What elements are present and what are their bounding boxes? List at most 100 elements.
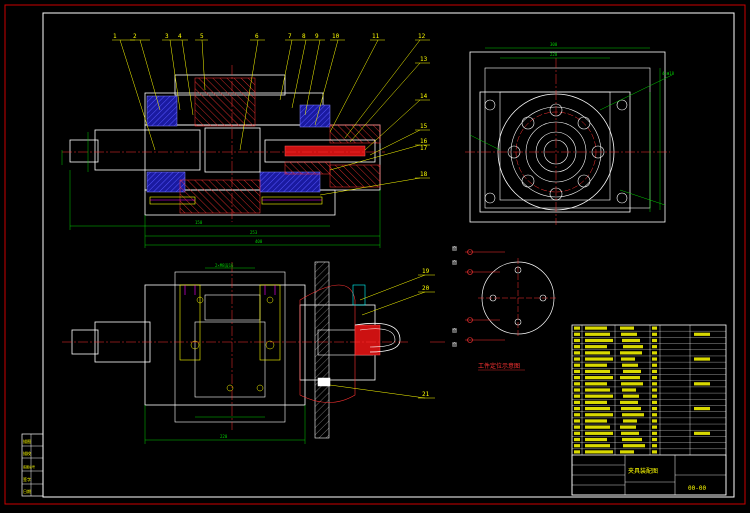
parts-list-cell: [652, 345, 657, 349]
locating-note: 工件定位示意图: [478, 362, 520, 370]
balloon-6: 6: [255, 33, 259, 40]
parts-list: 夹具装配图 00-00: [571, 324, 727, 496]
parts-list-cell: [585, 332, 610, 336]
svg-text:2×M8深16: 2×M8深16: [215, 262, 234, 268]
balloon-3: 3: [165, 33, 169, 40]
parts-list-cell: [694, 406, 710, 411]
outer-frame: [4, 4, 746, 505]
parts-list-cell: [623, 419, 637, 423]
plan-view: 220 2×M8深16: [62, 261, 445, 444]
parts-list-cell: [652, 382, 657, 386]
parts-list-cell: [574, 369, 580, 374]
balloon-17: 17: [420, 145, 428, 152]
parts-list-cell: [652, 369, 657, 374]
parts-list-cell: [652, 437, 657, 442]
parts-list-cell: [574, 345, 580, 349]
balloon-1: 1: [113, 33, 117, 40]
parts-list-cell: [585, 425, 610, 429]
parts-list-cell: [585, 382, 607, 386]
parts-list-cell: [620, 400, 638, 404]
title-block-name: 夹具装配图: [628, 467, 658, 475]
parts-list-cell: [574, 326, 580, 330]
parts-list-cell: [620, 425, 636, 429]
balloon-21: 21: [422, 391, 430, 398]
parts-list-cell: [585, 437, 607, 442]
parts-list-cell: [623, 369, 641, 374]
part-callouts-top: [112, 39, 430, 196]
parts-list-cell: [652, 431, 657, 435]
parts-list-cell: [574, 382, 580, 386]
parts-list-cell: [622, 413, 644, 417]
balloon-13: 13: [420, 56, 428, 63]
parts-list-cell: [621, 357, 635, 361]
balloon-15: 15: [420, 123, 428, 130]
drawing-code: 00-00: [688, 485, 706, 492]
parts-list-cell: [585, 338, 613, 343]
parts-list-cell: [585, 351, 610, 355]
parts-list-cell: [574, 419, 580, 423]
parts-list-cell: [623, 345, 643, 349]
parts-list-cell: [622, 437, 642, 442]
part-callouts-bottom: [329, 274, 435, 399]
parts-list-cell: [621, 382, 643, 386]
svg-text:400: 400: [255, 239, 263, 244]
front-section-view: 150 253 400: [61, 65, 385, 248]
balloon-11: 11: [372, 33, 380, 40]
balloon-5: 5: [200, 33, 204, 40]
parts-list-cell: [652, 444, 657, 448]
parts-list-cell: [623, 444, 645, 448]
parts-list-cell: [652, 388, 657, 392]
parts-list-cell: [585, 431, 613, 435]
svg-text:4×Φ18: 4×Φ18: [662, 71, 675, 76]
parts-list-cell: [652, 357, 657, 361]
parts-list-cell: [585, 357, 613, 361]
parts-list-cell: [652, 332, 657, 336]
balloon-4: 4: [178, 33, 182, 40]
parts-list-cell: [694, 332, 710, 336]
parts-list-cell: [585, 394, 613, 398]
parts-list-cell: [652, 419, 657, 423]
svg-text:220: 220: [550, 52, 558, 57]
parts-list-cell: [652, 425, 657, 429]
balloon-2: 2: [133, 33, 137, 40]
balloon-7: 7: [288, 33, 292, 40]
balloon-9: 9: [315, 33, 319, 40]
parts-list-cell: [620, 326, 634, 330]
parts-list-cell: [622, 338, 640, 343]
parts-list-cell: [574, 332, 580, 336]
parts-list-cell: [574, 363, 580, 367]
inner-frame: [42, 12, 735, 498]
stamp-label-4: 日期: [23, 488, 31, 494]
balloon-14: 14: [420, 93, 428, 100]
parts-list-cell: [585, 413, 613, 417]
balloon-10: 10: [332, 33, 340, 40]
parts-list-cell: [585, 326, 607, 330]
parts-list-cell: [574, 338, 580, 343]
parts-list-cell: [652, 406, 657, 411]
parts-list-cell: [574, 425, 580, 429]
parts-list-cell: [574, 376, 580, 380]
svg-text:253: 253: [250, 230, 258, 235]
svg-text:面: 面: [452, 342, 457, 348]
parts-list-cell: [574, 450, 580, 454]
parts-list-cell: [585, 363, 607, 367]
parts-list-cell: [574, 357, 580, 361]
parts-list-cell: [620, 351, 642, 355]
parts-list-cell: [652, 326, 657, 330]
stamp-label-3: 签字: [23, 476, 31, 482]
parts-list-cell: [621, 332, 637, 336]
parts-list-cell: [621, 431, 639, 435]
balloon-20: 20: [422, 285, 430, 292]
parts-list-cell: [652, 394, 657, 398]
parts-list-cell: [585, 406, 610, 411]
parts-list-cell: [694, 382, 710, 386]
svg-text:220: 220: [220, 434, 228, 439]
parts-list-cell: [574, 351, 580, 355]
parts-list-cell: [585, 400, 607, 404]
stamp-label-2: 底图总号: [23, 464, 35, 469]
svg-text:面: 面: [452, 246, 457, 252]
parts-list-cell: [574, 413, 580, 417]
parts-list-cell: [574, 400, 580, 404]
